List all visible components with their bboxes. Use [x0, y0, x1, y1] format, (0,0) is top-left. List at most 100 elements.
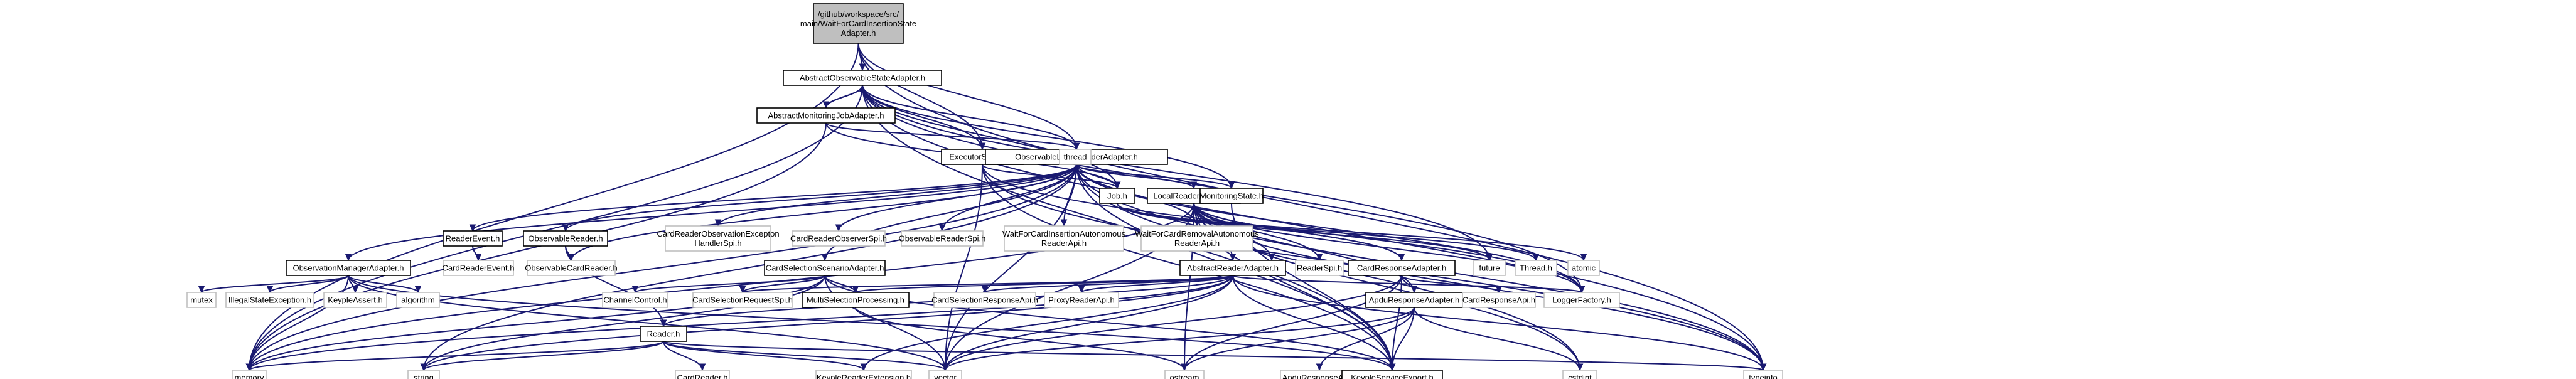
node-box — [1562, 370, 1597, 379]
node-re[interactable]: ReaderEvent.h — [443, 230, 503, 247]
edge-line — [862, 85, 1077, 150]
edge-ara-to-msp — [852, 275, 1233, 294]
edge-csa-to-cc — [631, 275, 825, 294]
node-label: CardReaderObserverSpi.h — [790, 234, 887, 243]
edge-olra-to-job — [1076, 164, 1121, 190]
dependency-nodes: /github/workspace/src/main/WaitForCardIn… — [186, 3, 1783, 379]
node-box — [186, 292, 217, 308]
node-label: memory — [235, 373, 264, 379]
edge-arrowhead — [1576, 363, 1584, 371]
node-ara[interactable]: AbstractReaderAdapter.h — [1179, 260, 1286, 276]
node-string: string — [407, 370, 440, 379]
node-label: AbstractObservableStateAdapter.h — [800, 73, 925, 83]
node-msp[interactable]: MultiSelectionProcessing.h — [802, 292, 910, 308]
node-amja[interactable]: AbstractMonitoringJobAdapter.h — [756, 107, 896, 124]
node-box — [1515, 260, 1557, 276]
edge-arrowhead — [352, 286, 359, 294]
node-box — [443, 260, 514, 276]
node-label: vector — [934, 373, 957, 379]
edge-arrowhead — [567, 254, 575, 262]
edge-olra-to-or — [562, 164, 1077, 232]
node-rs: ReaderSpi.h — [1295, 260, 1344, 276]
node-label: ostream — [1170, 373, 1199, 379]
edge-arrowhead — [859, 63, 866, 72]
edge-line — [249, 275, 1233, 371]
node-croe: CardReaderObservationExceptonHandlerSpi.… — [657, 225, 780, 252]
node-or[interactable]: ObservableReader.h — [523, 230, 608, 247]
node-kre: KeypleReaderExtension.h — [815, 370, 912, 379]
edge-olra-to-string — [420, 164, 1077, 371]
edge-reader-to-string — [420, 341, 664, 371]
node-label: CardReader.h — [677, 373, 728, 379]
node-box — [1179, 260, 1286, 276]
node-box — [1099, 188, 1135, 204]
node-label: MonitoringState.h — [1199, 191, 1264, 201]
edge-ara-to-pra — [1078, 275, 1233, 294]
node-ms[interactable]: MonitoringState.h — [1199, 188, 1264, 204]
node-cstdint: cstdint — [1562, 370, 1597, 379]
node-label: MultiSelectionProcessing.h — [807, 296, 904, 305]
edge-arrowhead — [198, 286, 205, 294]
edge-line — [249, 275, 349, 371]
node-kse[interactable]: KeypleServiceExport.h — [1341, 370, 1443, 379]
edge-olra-to-ms — [1076, 164, 1235, 190]
edge-line — [348, 164, 1077, 261]
node-cre: CardReaderEvent.h — [443, 260, 514, 276]
edge-line — [984, 275, 1233, 293]
node-atomic: atomic — [1567, 260, 1600, 276]
node-label: string — [414, 373, 434, 379]
edge-line — [862, 85, 1232, 189]
node-cra[interactable]: CardResponseAdapter.h — [1348, 260, 1456, 276]
edge-line — [945, 275, 1402, 371]
node-box — [1164, 370, 1205, 379]
edge-reader-to-cr — [663, 341, 706, 371]
node-reader[interactable]: Reader.h — [640, 326, 687, 342]
node-cros: CardReaderObserverSpi.h — [790, 230, 887, 247]
node-box — [1199, 188, 1264, 204]
node-csrs: CardSelectionRequestSpi.h — [692, 292, 793, 308]
node-cr: CardReader.h — [675, 370, 730, 379]
node-box — [1140, 225, 1253, 252]
edge-ara2-to-cstdint — [1414, 307, 1584, 371]
edge-arrowhead — [859, 84, 866, 92]
edge-arrowhead — [420, 363, 427, 371]
edge-line — [663, 341, 946, 371]
edge-line — [348, 275, 419, 293]
node-box — [1473, 260, 1506, 276]
edge-arrowhead — [266, 286, 274, 294]
node-label: CardSelectionRequestSpi.h — [692, 296, 793, 305]
node-label: ObservableReaderSpi.h — [899, 234, 986, 243]
node-box — [640, 326, 687, 342]
node-future: future — [1473, 260, 1506, 276]
node-csa[interactable]: CardSelectionScenarioAdapter.h — [764, 260, 886, 276]
edge-cra-to-vector — [942, 275, 1402, 371]
node-root[interactable]: /github/workspace/src/main/WaitForCardIn… — [800, 3, 916, 44]
edge-reader-to-vector — [663, 341, 949, 371]
node-box — [792, 230, 886, 247]
node-job[interactable]: Job.h — [1099, 188, 1135, 204]
edge-ara2-to-kse — [1388, 307, 1415, 371]
node-lf: LoggerFactory.h — [1543, 292, 1620, 308]
node-typeinfo: typeinfo — [1743, 370, 1783, 379]
node-oma[interactable]: ObservationManagerAdapter.h — [286, 260, 411, 276]
edge-arrowhead — [1578, 286, 1586, 294]
edge-arrowhead — [1316, 363, 1323, 371]
node-box — [802, 292, 910, 308]
edge-cra-to-cresp — [1401, 275, 1503, 294]
node-box — [675, 370, 730, 379]
edge-line — [1392, 307, 1415, 371]
edge-arrowhead — [345, 254, 352, 262]
edge-csa-to-vector — [824, 275, 949, 371]
node-box — [783, 70, 942, 86]
node-label: ObservableCardReader.h — [525, 264, 617, 273]
edge-reader-to-memory — [245, 341, 664, 371]
node-memory: memory — [232, 370, 267, 379]
edge-line — [942, 164, 1077, 232]
node-box — [232, 370, 267, 379]
node-box — [756, 107, 896, 124]
node-ara2[interactable]: ApduResponseAdapter.h — [1365, 292, 1463, 308]
node-ostream: ostream — [1164, 370, 1205, 379]
node-aosa[interactable]: AbstractObservableStateAdapter.h — [783, 70, 942, 86]
node-box — [692, 292, 793, 308]
